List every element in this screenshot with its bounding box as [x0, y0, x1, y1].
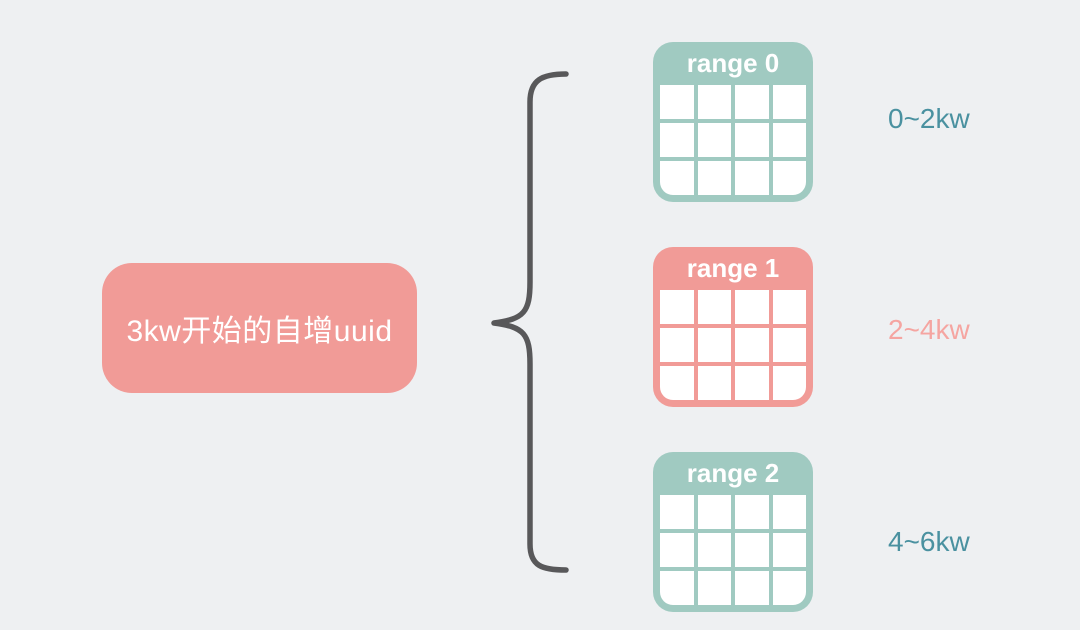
table-cell: [697, 290, 731, 324]
table-cell: [697, 366, 731, 400]
source-node-label: 3kw开始的自增uuid: [126, 315, 393, 348]
brace-connector: [491, 71, 569, 573]
range-2-interval-label: 4~6kw: [888, 526, 970, 557]
table-cell: [772, 328, 806, 362]
range-0-interval-label: 0~2kw: [888, 103, 970, 134]
table-cell: [660, 290, 694, 324]
table-cell: [772, 533, 806, 567]
table-cell: [735, 161, 769, 195]
table-cell: [697, 495, 731, 529]
table-range-2-grid: [653, 495, 813, 612]
table-cell: [735, 533, 769, 567]
table-cell: [772, 366, 806, 400]
table-cell: [735, 85, 769, 119]
table-cell: [697, 571, 731, 605]
table-cell: [697, 161, 731, 195]
table-cell: [735, 328, 769, 362]
table-cell: [660, 85, 694, 119]
table-range-1: range 1: [653, 247, 813, 407]
table-cell: [697, 328, 731, 362]
table-cell: [772, 161, 806, 195]
source-node: 3kw开始的自增uuid: [102, 263, 417, 393]
table-cell: [772, 290, 806, 324]
table-range-0: range 0: [653, 42, 813, 202]
table-cell: [772, 495, 806, 529]
table-cell: [660, 161, 694, 195]
table-cell: [735, 290, 769, 324]
table-cell: [772, 123, 806, 157]
table-range-0-grid: [653, 85, 813, 202]
table-cell: [660, 366, 694, 400]
table-range-1-grid: [653, 290, 813, 407]
table-cell: [660, 571, 694, 605]
table-cell: [660, 533, 694, 567]
table-range-2-title: range 2: [686, 458, 780, 488]
table-range-0-title: range 0: [686, 48, 780, 78]
table-cell: [735, 123, 769, 157]
table-cell: [697, 533, 731, 567]
range-1-interval-label: 2~4kw: [888, 314, 970, 345]
table-cell: [735, 495, 769, 529]
table-range-2: range 2: [653, 452, 813, 612]
table-cell: [660, 495, 694, 529]
table-cell: [697, 123, 731, 157]
table-cell: [660, 328, 694, 362]
table-cell: [697, 85, 731, 119]
table-cell: [735, 571, 769, 605]
table-range-1-title: range 1: [686, 253, 780, 283]
table-cell: [772, 85, 806, 119]
table-cell: [660, 123, 694, 157]
brace-path: [491, 71, 569, 573]
table-cell: [735, 366, 769, 400]
table-cell: [772, 571, 806, 605]
